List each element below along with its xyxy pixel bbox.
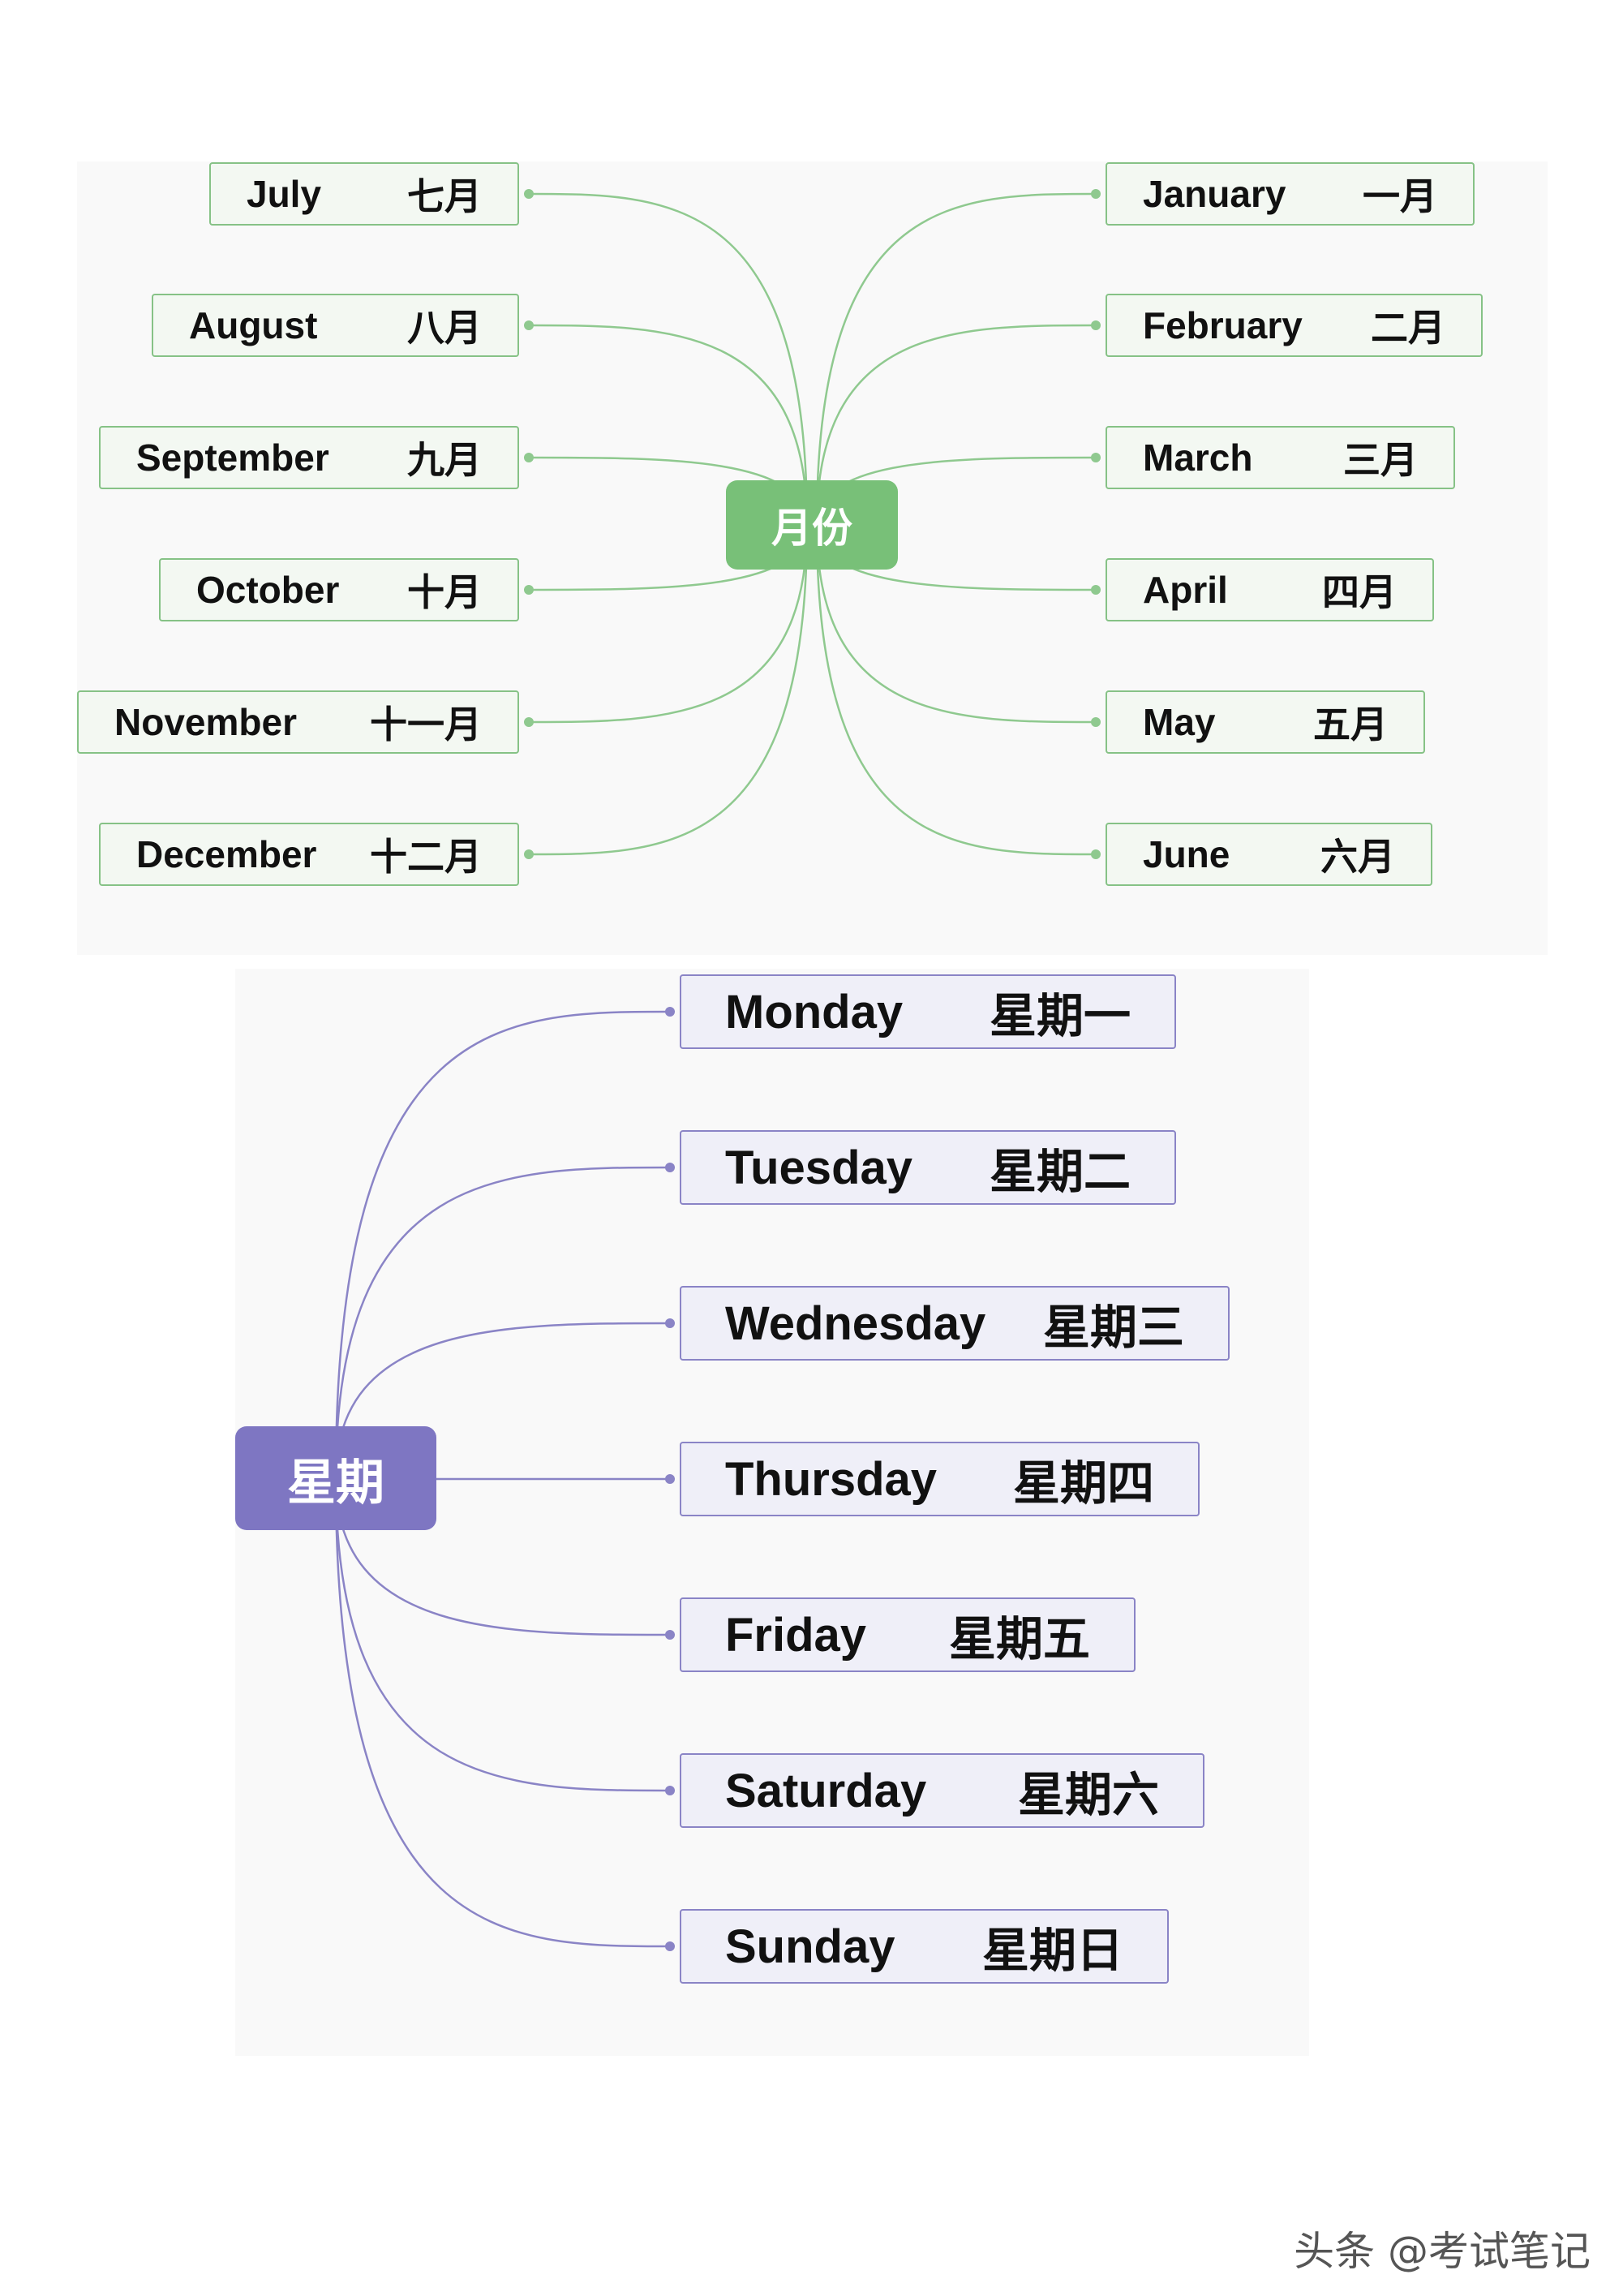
month-link-dot [524,585,534,595]
weekday-node-sunday[interactable]: Sunday 星期日 [680,1909,1169,1984]
month-link-left-1 [528,324,809,526]
month-zh-label: 十一月 [370,703,482,746]
weekday-link-dot [665,1630,675,1640]
month-node-october[interactable]: October 十月 [159,558,519,621]
month-link-left-5 [528,524,809,856]
weekday-link-6 [334,1477,671,1948]
weekday-link-0 [334,1010,671,1479]
weekday-link-dot [665,1474,675,1484]
weekday-zh-label: 星期日 [981,1923,1123,1978]
month-en-label: January [1143,173,1286,215]
weekday-link-dot [665,1786,675,1795]
month-en-label: November [114,701,297,743]
weekday-link-5 [334,1477,671,1792]
weekday-link-2 [334,1322,671,1479]
month-en-label: October [196,569,340,611]
month-node-march[interactable]: March 三月 [1106,426,1455,489]
month-node-september[interactable]: September 九月 [99,426,519,489]
month-link-dot [1091,453,1101,462]
month-en-label: September [136,436,329,479]
weekday-link-4 [334,1477,671,1636]
watermark: 头条 @考试笔记 [1294,2228,1591,2275]
weekday-en-label: Tuesday [725,1141,913,1194]
weekday-node-tuesday[interactable]: Tuesday 星期二 [680,1130,1176,1205]
month-link-dot [524,320,534,330]
month-node-august[interactable]: August 八月 [152,294,519,357]
weekday-en-label: Friday [725,1608,867,1662]
month-zh-label: 十月 [407,570,482,614]
weekday-node-thursday[interactable]: Thursday 星期四 [680,1442,1200,1516]
month-link-dot [1091,189,1101,199]
month-link-right-1 [815,324,1097,526]
month-link-left-4 [528,524,809,724]
month-node-may[interactable]: May 五月 [1106,690,1425,754]
weekday-en-label: Sunday [725,1920,895,1973]
month-link-dot [524,189,534,199]
month-link-right-0 [815,192,1097,526]
month-link-right-4 [815,524,1097,724]
weekday-en-label: Saturday [725,1764,927,1817]
month-node-april[interactable]: April 四月 [1106,558,1434,621]
weekday-node-wednesday[interactable]: Wednesday 星期三 [680,1286,1230,1361]
month-en-label: March [1143,436,1253,479]
weekday-link-dot [665,1941,675,1951]
month-link-dot [1091,717,1101,727]
weekday-node-saturday[interactable]: Saturday 星期六 [680,1753,1204,1828]
weekday-zh-label: 星期五 [948,1611,1090,1666]
weekdays-center-node[interactable]: 星期 [235,1426,436,1530]
month-link-dot [524,717,534,727]
weekday-node-monday[interactable]: Monday 星期一 [680,974,1176,1049]
month-link-left-0 [528,192,809,526]
month-en-label: June [1143,833,1230,875]
weekday-zh-label: 星期一 [989,988,1131,1043]
month-node-february[interactable]: February 二月 [1106,294,1483,357]
month-node-november[interactable]: November 十一月 [77,690,519,754]
month-node-june[interactable]: June 六月 [1106,823,1432,886]
weekday-link-1 [334,1166,671,1479]
month-en-label: July [247,173,322,215]
month-node-july[interactable]: July 七月 [209,162,519,226]
month-en-label: April [1143,569,1228,611]
weekday-node-friday[interactable]: Friday 星期五 [680,1597,1136,1672]
weekday-zh-label: 星期二 [989,1144,1131,1199]
month-node-december[interactable]: December 十二月 [99,823,519,886]
month-zh-label: 五月 [1313,703,1388,746]
weekday-link-dot [665,1318,675,1328]
month-zh-label: 六月 [1320,835,1395,879]
month-link-dot [524,849,534,859]
month-en-label: August [189,304,318,346]
month-en-label: May [1143,701,1216,743]
month-link-right-5 [815,524,1097,856]
month-zh-label: 七月 [407,174,482,218]
month-zh-label: 八月 [407,306,482,350]
month-zh-label: 四月 [1322,570,1397,614]
month-zh-label: 九月 [407,438,482,482]
month-zh-label: 一月 [1363,174,1437,218]
month-link-dot [1091,849,1101,859]
month-zh-label: 三月 [1343,438,1418,482]
weekday-zh-label: 星期三 [1042,1300,1184,1355]
month-link-dot [1091,320,1101,330]
month-en-label: February [1143,304,1303,346]
month-zh-label: 二月 [1371,306,1445,350]
weekday-zh-label: 星期四 [1012,1455,1154,1511]
month-zh-label: 十二月 [370,835,482,879]
weekday-en-label: Thursday [725,1452,938,1506]
weekday-en-label: Monday [725,985,904,1038]
weekday-link-dot [665,1007,675,1017]
month-node-january[interactable]: January 一月 [1106,162,1475,226]
weekday-en-label: Wednesday [725,1296,986,1350]
month-en-label: December [136,833,317,875]
weekday-link-dot [665,1163,675,1172]
month-link-dot [524,453,534,462]
weekday-zh-label: 星期六 [1017,1767,1159,1822]
months-center-node[interactable]: 月份 [726,480,898,570]
month-link-dot [1091,585,1101,595]
